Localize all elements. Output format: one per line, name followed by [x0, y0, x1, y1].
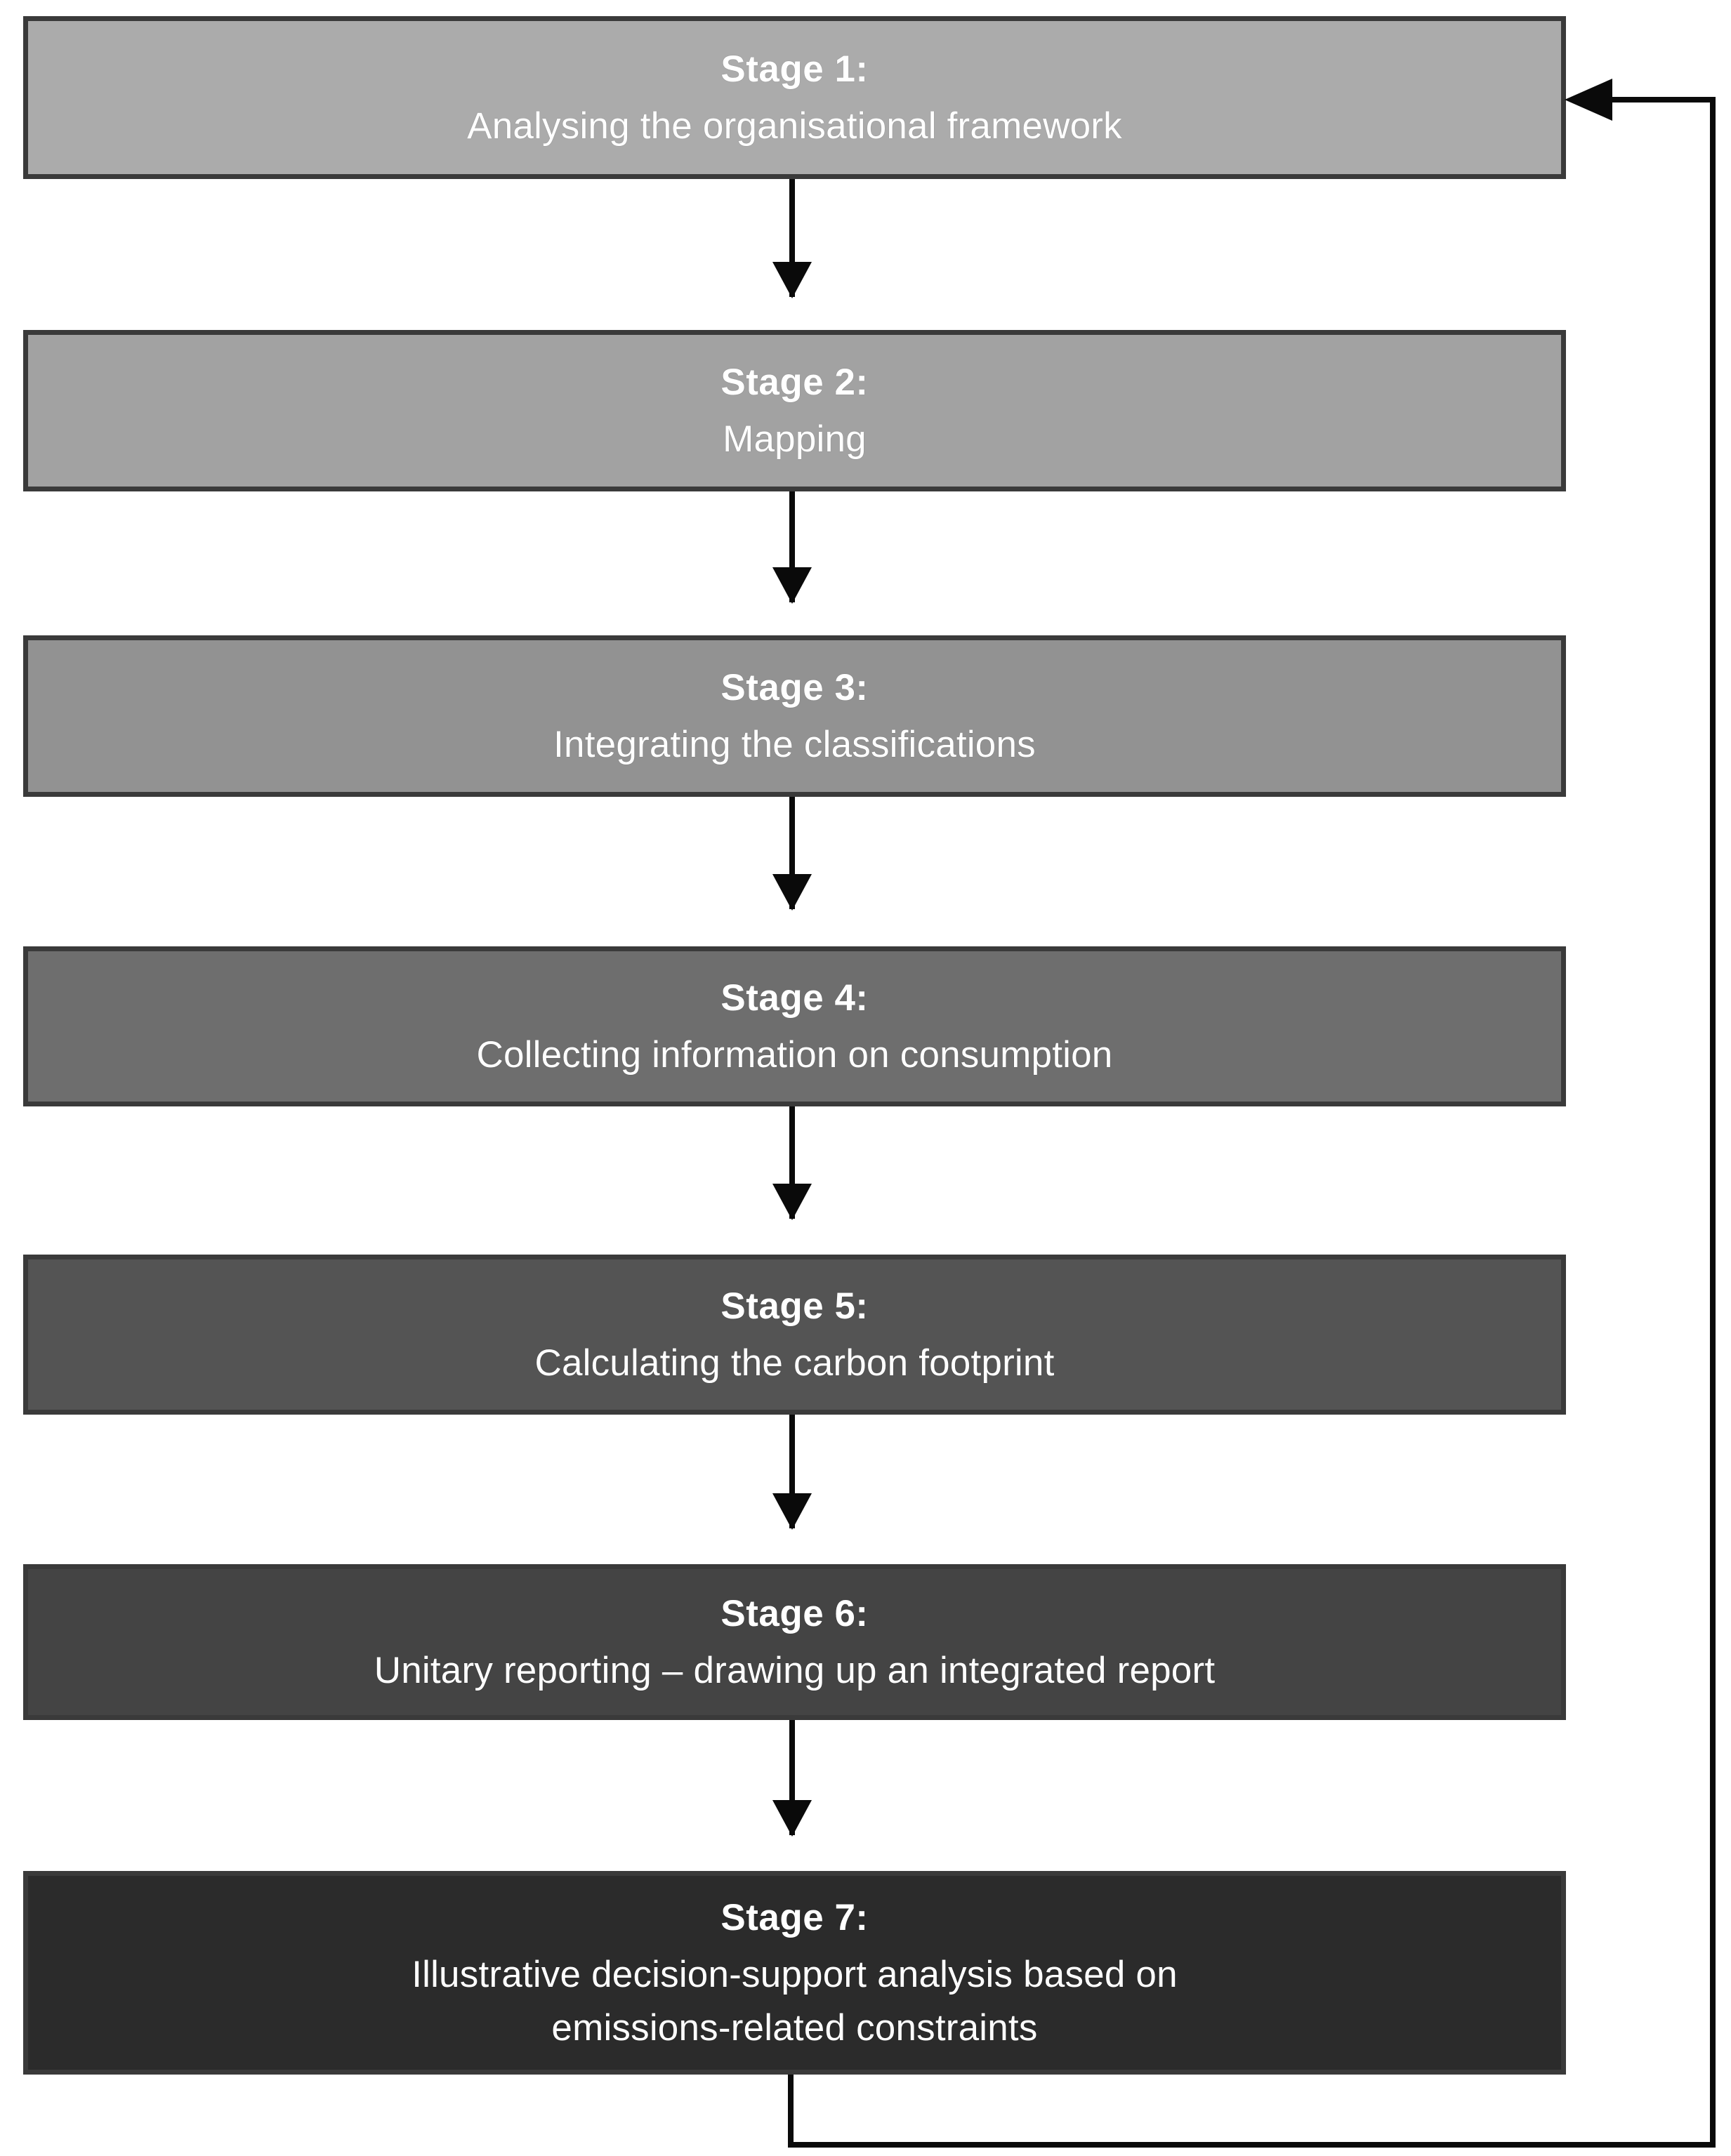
stage-7-title: Stage 7:	[720, 1897, 869, 1939]
stage-3-description: Integrating the classifications	[553, 724, 1036, 765]
stage-7-description: Illustrative decision-support analysis b…	[412, 1948, 1178, 2054]
arrowhead-down-icon	[772, 262, 812, 298]
arrowhead-down-icon	[772, 874, 812, 911]
stage-box-1[interactable]: Stage 1: Analysing the organisational fr…	[23, 16, 1566, 179]
arrowhead-down-icon	[772, 1493, 812, 1530]
connector-stage-4-to-5	[772, 1106, 812, 1220]
connector-shaft	[789, 1720, 795, 1835]
stage-box-6[interactable]: Stage 6: Unitary reporting – drawing up …	[23, 1564, 1566, 1720]
stage-7-description-line-1: Illustrative decision-support analysis b…	[412, 1954, 1178, 1996]
stage-5-title: Stage 5:	[720, 1285, 869, 1327]
arrowhead-left-icon	[1565, 79, 1612, 121]
arrowhead-down-icon	[772, 567, 812, 604]
feedback-loop-segment-top	[1608, 97, 1716, 102]
stage-4-description: Collecting information on consumption	[476, 1034, 1113, 1076]
stage-2-title: Stage 2:	[720, 361, 869, 403]
connector-shaft	[789, 179, 795, 297]
arrowhead-down-icon	[772, 1800, 812, 1837]
stage-box-5[interactable]: Stage 5: Calculating the carbon footprin…	[23, 1255, 1566, 1415]
feedback-loop-segment-bottom	[788, 2142, 1716, 2148]
arrowhead-down-icon	[772, 1184, 812, 1220]
stage-1-title: Stage 1:	[720, 48, 869, 90]
connector-stage-5-to-6	[772, 1415, 812, 1530]
stage-box-4[interactable]: Stage 4: Collecting information on consu…	[23, 946, 1566, 1106]
stage-box-2[interactable]: Stage 2: Mapping	[23, 330, 1566, 491]
connector-stage-1-to-2	[772, 179, 812, 298]
stage-4-title: Stage 4:	[720, 977, 869, 1019]
feedback-loop-segment-right	[1710, 97, 1716, 2148]
connector-shaft	[789, 491, 795, 602]
stage-box-7[interactable]: Stage 7: Illustrative decision-support a…	[23, 1871, 1566, 2075]
stage-7-description-line-2: emissions-related constraints	[551, 2006, 1038, 2049]
connector-stage-3-to-4	[772, 797, 812, 911]
stage-6-title: Stage 6:	[720, 1592, 869, 1634]
stage-box-3[interactable]: Stage 3: Integrating the classifications	[23, 635, 1566, 797]
stage-3-title: Stage 3:	[720, 666, 869, 708]
connector-shaft	[789, 1415, 795, 1528]
connector-stage-2-to-3	[772, 491, 812, 604]
stage-6-description: Unitary reporting – drawing up an integr…	[374, 1650, 1216, 1691]
connector-shaft	[789, 1106, 795, 1219]
stage-2-description: Mapping	[723, 418, 867, 460]
feedback-loop-segment-down	[788, 2075, 794, 2148]
stage-5-description: Calculating the carbon footprint	[534, 1342, 1055, 1384]
connector-shaft	[789, 797, 795, 909]
connector-stage-6-to-7	[772, 1720, 812, 1837]
stage-1-description: Analysing the organisational framework	[467, 105, 1122, 147]
